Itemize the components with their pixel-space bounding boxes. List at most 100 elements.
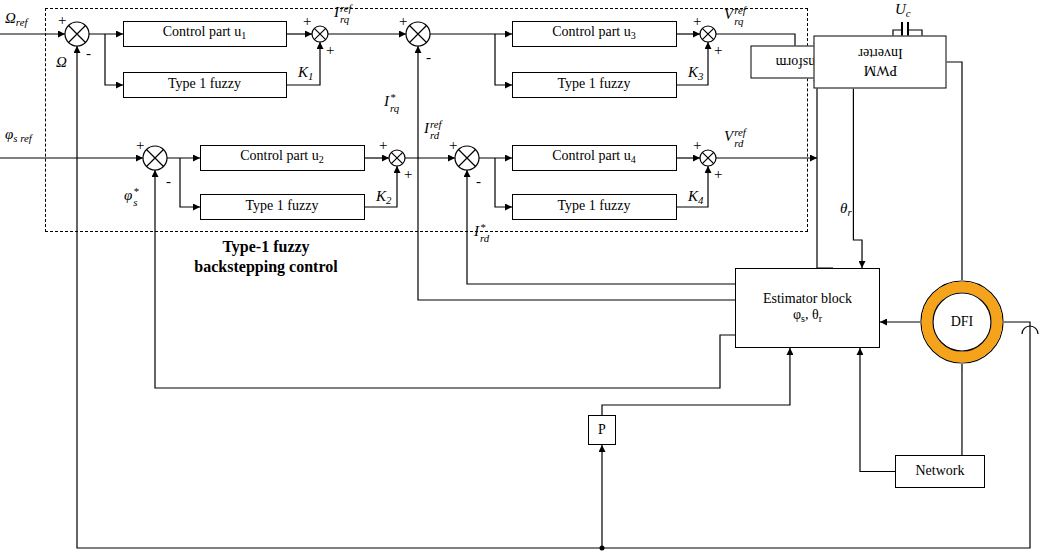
index-stack: s* <box>133 186 138 208</box>
text-part: φ <box>5 126 13 142</box>
text-part: Ω <box>5 10 16 26</box>
fuzzy-block: Type 1 fuzzy <box>512 194 677 220</box>
text-part: K <box>688 188 698 204</box>
signal-wire <box>495 158 512 207</box>
signal-wire <box>365 166 397 207</box>
text-part: Control part u <box>240 148 319 163</box>
signal-label: Ird* <box>474 222 489 244</box>
node-text: Type 1 fuzzy <box>246 198 319 215</box>
fuzzy-block: Type 1 fuzzy <box>123 72 287 98</box>
sign-label: - <box>476 173 481 190</box>
signal-wire <box>677 166 708 207</box>
subscript: ref <box>16 16 28 28</box>
subscript: 4 <box>698 194 703 206</box>
text-part: I <box>424 120 429 136</box>
stator-ring <box>927 287 997 357</box>
node-text: Control part u3 <box>552 24 636 42</box>
subscript: s <box>801 313 805 324</box>
sign-label: + <box>693 13 701 30</box>
connector <box>961 364 962 455</box>
signal-label: Ω <box>56 54 67 71</box>
text-part: K <box>688 64 698 80</box>
subscript: rq <box>390 103 399 114</box>
text-part: V <box>724 6 733 22</box>
subscript: r <box>847 206 851 218</box>
index-stack: rqref <box>340 3 352 25</box>
superscript: ref <box>734 127 746 138</box>
text-part: , θ <box>805 307 819 322</box>
subscript: 1 <box>241 30 246 41</box>
subscript: 1 <box>308 70 313 82</box>
signal-label: φs* <box>124 186 139 208</box>
node-text: Control part u4 <box>552 148 636 166</box>
sign-label: + <box>303 13 311 30</box>
superscript: * <box>133 186 138 197</box>
subscript: s ref <box>13 132 32 144</box>
signal-label: Vrdref <box>724 127 746 149</box>
subscript: 3 <box>631 30 636 41</box>
sign-label: - <box>86 45 91 62</box>
summing-junction <box>389 150 405 166</box>
subscript: 3 <box>698 70 703 82</box>
feedback-wire <box>467 170 735 284</box>
signal-wire <box>677 33 700 34</box>
node-text: Type 1 fuzzy <box>558 198 631 215</box>
signal-label: Irdref <box>424 119 442 141</box>
index-stack: rq* <box>390 92 399 114</box>
signal-wire <box>89 33 123 34</box>
signal-label: Irq* <box>384 92 399 114</box>
signal-wire <box>365 157 389 158</box>
subscript: r <box>819 313 822 324</box>
connector <box>602 348 790 415</box>
signal-label: K1 <box>298 64 313 83</box>
signal-wire <box>287 42 320 85</box>
control-block: Control part u3 <box>512 21 677 47</box>
subscript: 2 <box>386 194 391 206</box>
signal-wire <box>0 157 143 158</box>
subscript: rd <box>734 138 746 149</box>
signal-label: K2 <box>376 188 391 207</box>
sign-label: + <box>714 42 722 59</box>
node-text: P <box>598 422 606 439</box>
sign-label: + <box>404 166 412 183</box>
text-part: I <box>334 4 339 20</box>
node-text: Estimator block <box>763 291 852 308</box>
signal-label: K4 <box>688 188 703 207</box>
pwm-inverter-block: PWM Inverter <box>814 36 947 89</box>
feedback-wire <box>155 170 735 388</box>
connector <box>860 348 895 472</box>
sign-label: + <box>449 137 457 154</box>
summing-junction <box>455 146 479 170</box>
signal-wire <box>328 33 406 34</box>
node-text: Type 1 fuzzy <box>168 76 241 93</box>
text-part: Control part u <box>552 148 631 163</box>
text-part: I <box>384 93 389 109</box>
superscript: ref <box>734 5 746 16</box>
subscript: rd <box>480 233 489 244</box>
signal-label: Uc <box>895 1 911 20</box>
signal-wire <box>287 33 312 34</box>
feedback-wire <box>418 46 735 300</box>
stator-outline <box>921 281 1003 363</box>
connector <box>880 321 920 322</box>
sign-label: + <box>399 13 407 30</box>
superscript: * <box>390 92 399 103</box>
signal-label: φs ref <box>5 126 32 145</box>
superscript: ref <box>430 119 442 130</box>
node-text: Control part u2 <box>240 148 324 166</box>
signal-wire <box>677 157 700 158</box>
node-text: φs, θr <box>793 307 822 325</box>
summing-junction <box>312 26 328 42</box>
signal-wire <box>167 157 200 158</box>
signal-label: θr <box>840 200 852 219</box>
summing-junction <box>65 22 89 46</box>
subscript: rq <box>734 16 746 27</box>
signal-label: Irqref <box>334 3 352 25</box>
network-box: Network <box>895 455 985 488</box>
signal-wire <box>180 158 200 207</box>
node-text: Control part u1 <box>163 24 247 42</box>
subscript: rd <box>430 130 442 141</box>
node-text: Type-1 fuzzy backstepping control <box>176 237 356 277</box>
signal-wire <box>405 157 455 158</box>
summing-junction <box>700 150 716 166</box>
